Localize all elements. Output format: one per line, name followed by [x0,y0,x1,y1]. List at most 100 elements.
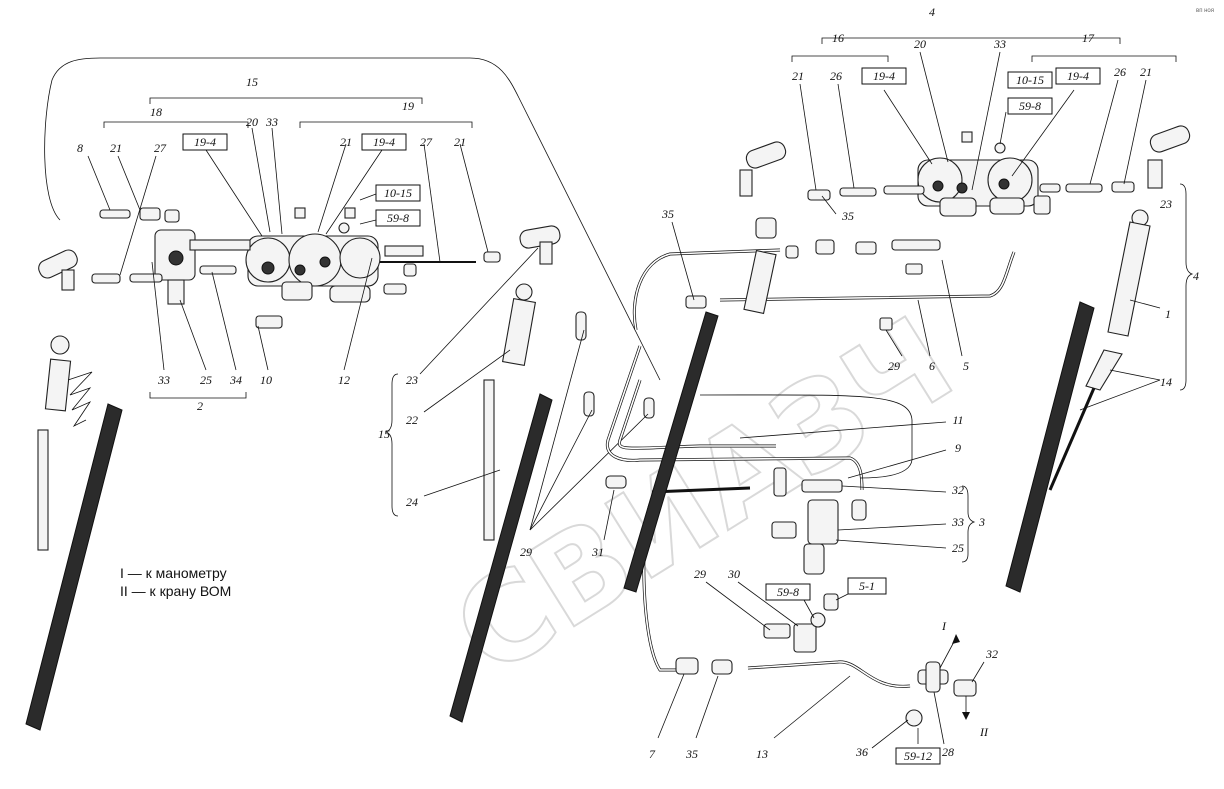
callout-31 [603,489,615,541]
bracket-19 [299,121,473,128]
label-33-right: 33 [993,37,1006,51]
callout-59-8a [359,219,377,225]
box-5-1 [847,577,887,595]
label-36: 36 [855,745,868,759]
brace-3 [961,485,976,563]
label-21-l1: 21 [110,141,122,155]
label-14: 14 [1160,375,1172,389]
legend-line-2: II — к крану ВОМ [120,583,231,599]
label-20-left: 20 [246,115,258,129]
box-59-8-b [1007,97,1053,115]
callout-21a [117,155,141,211]
label-34: 34 [229,373,242,387]
label-5: 5 [963,359,969,373]
callout-59-8c [803,599,815,619]
label-31: 31 [591,545,604,559]
label-23-right: 23 [1160,197,1172,211]
label-II: II [979,725,989,739]
callout-5 [941,259,963,357]
label-5-1: 5-1 [859,579,875,593]
label-10: 10 [260,373,272,387]
callout-29b [529,409,593,531]
brace-4 [1179,183,1194,391]
wiper-arm-mid-left [483,283,537,541]
bracket-15 [149,97,423,104]
label-19-4-b: 19-4 [373,135,395,149]
label-6: 6 [929,359,935,373]
callout-19-4b [325,149,383,235]
label-9: 9 [955,441,961,455]
callout-27a [119,155,157,276]
box-19-4-d [1055,67,1101,85]
box-59-12 [895,747,941,765]
label-15-left: 15 [378,427,390,441]
label-3: 3 [978,515,985,529]
callout-33d [971,51,1001,191]
label-23-left: 23 [406,373,418,387]
label-33-c: 33 [951,515,964,529]
arrow-II-head [962,712,970,720]
callout-14a [1109,369,1161,381]
label-I: I [941,619,947,633]
callout-33c [837,523,947,531]
callout-7 [657,673,685,739]
callout-28 [933,691,945,745]
callout-20b [919,51,949,163]
bracket-4-top [821,37,1121,44]
label-59-8-c: 59-8 [777,585,799,599]
label-27-l2: 27 [420,135,433,149]
callout-25b [835,539,947,549]
label-26-r2: 26 [1114,65,1126,79]
box-10-15-b [1007,71,1053,89]
label-21-r1: 21 [792,69,804,83]
callout-32b [971,661,985,683]
callout-29a [529,329,585,531]
label-19-4-d: 19-4 [1067,69,1089,83]
box-19-4-c [861,67,907,85]
label-20-right: 20 [914,37,926,51]
callout-5-1 [835,593,849,601]
label-11: 11 [952,413,963,427]
cylinder-left [38,225,561,291]
wiper-blade-center [623,311,719,593]
callout-21d [799,83,817,191]
callout-10 [257,325,269,371]
label-16: 16 [832,31,844,45]
label-1: 1 [1165,307,1171,321]
box-19-4-b [361,133,407,151]
box-19-4-a [182,133,228,151]
rods-right [807,131,1135,215]
label-2: 2 [197,399,203,413]
fittings-left [91,207,501,329]
label-59-8-b: 59-8 [1019,99,1041,113]
label-4-top: 4 [929,5,935,19]
label-10-15-a: 10-15 [384,186,412,200]
callout-26b [1089,79,1119,185]
callout-19-4c [883,89,933,165]
label-22: 22 [406,413,418,427]
wiper-arm-center [743,249,777,315]
label-33-l: 33 [157,373,170,387]
wiper-blade-far-left [25,403,123,731]
label-21-r2: 21 [1140,65,1152,79]
label-30: 30 [727,567,740,581]
callout-25a [179,299,207,371]
wiper-arm-far-left [37,335,93,551]
valve-body-left [245,233,381,303]
callout-1 [1129,299,1161,309]
callout-35b [695,675,719,739]
corner-mark: вп ноя [1196,8,1214,14]
label-7: 7 [649,747,656,761]
wiper-arm-right [1048,209,1151,491]
callout-29d [885,329,903,357]
callout-13 [773,675,851,739]
callout-59-8b [999,111,1007,145]
callout-33b [151,261,165,371]
wiper-blade-mid-left [449,393,553,723]
bracket-17 [1031,55,1177,62]
callout-21e [1123,79,1147,185]
label-33-left: 33 [265,115,278,129]
brace-15 [384,373,399,517]
callout-8 [87,155,111,211]
